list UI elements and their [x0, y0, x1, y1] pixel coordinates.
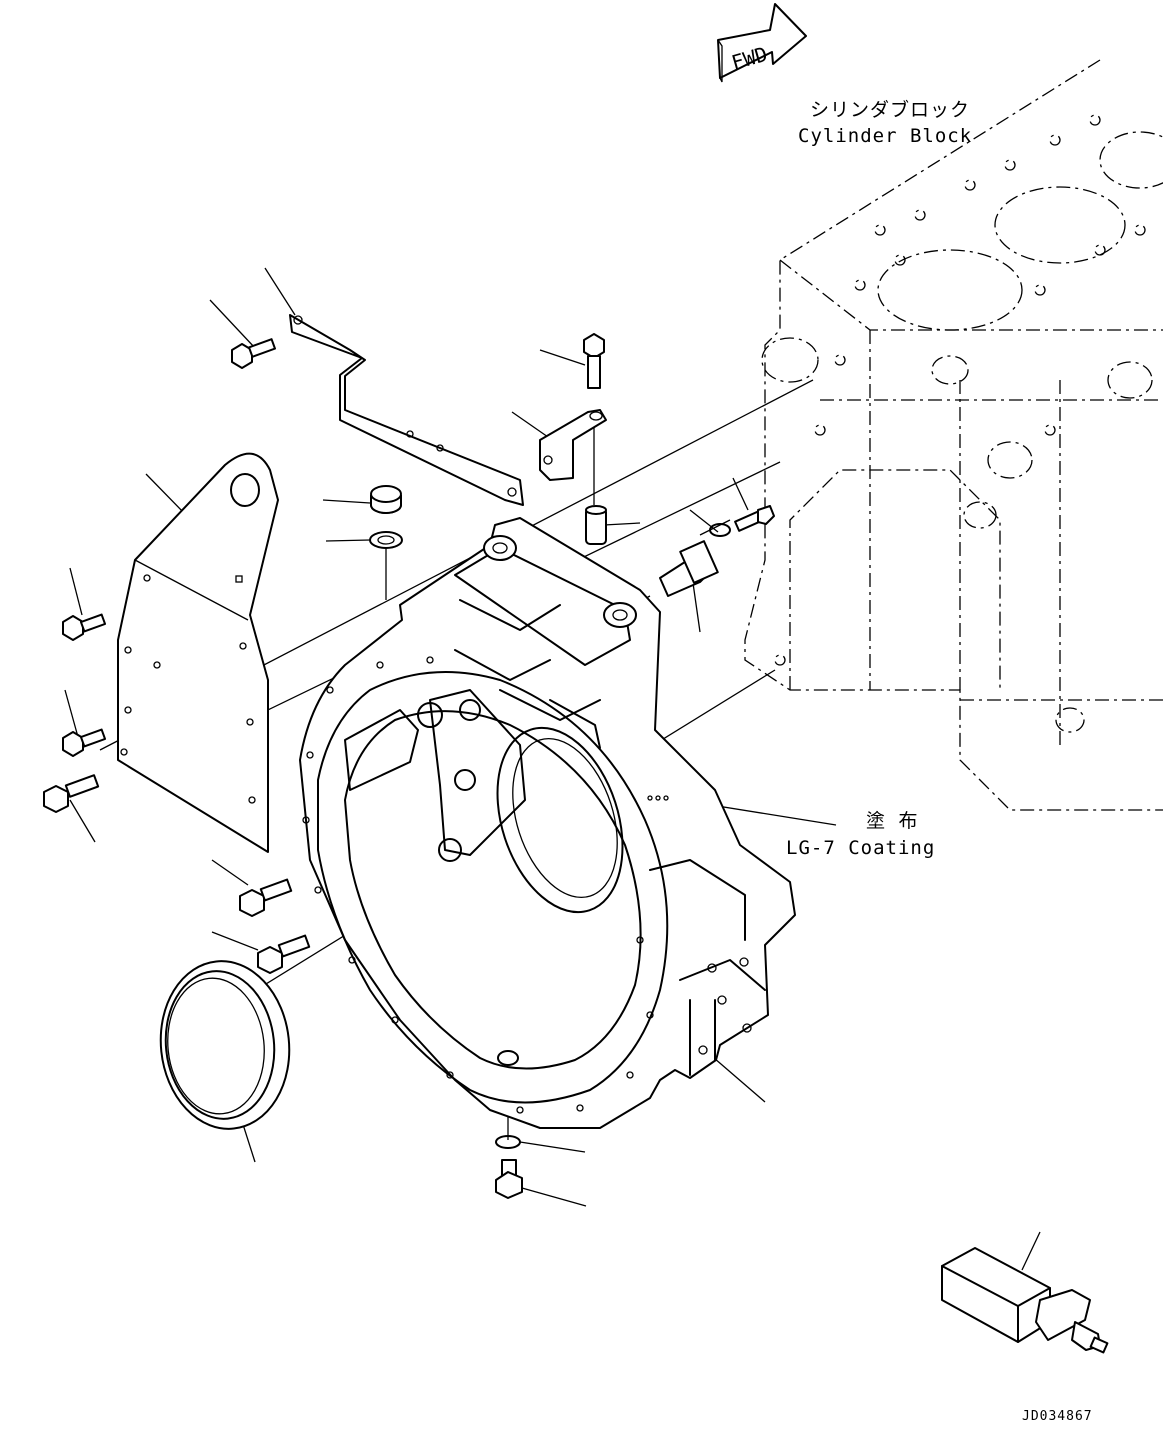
- bolt-top-center: [583, 333, 605, 389]
- bolt-housing-2: [257, 934, 311, 974]
- sensor-bracket: [539, 409, 607, 481]
- bolt-plate-1: [62, 613, 107, 641]
- spacer-collar: [585, 505, 607, 545]
- bolt-plate-2: [62, 728, 107, 757]
- harness-bracket: [289, 314, 524, 506]
- lifting-bracket-plate: [117, 452, 279, 853]
- bolt-housing-1: [239, 878, 293, 917]
- cylinder-block-label-en: Cylinder Block: [798, 125, 972, 147]
- bolt-top-left: [231, 338, 276, 369]
- speed-sensor: [659, 540, 719, 597]
- oil-seal: [159, 960, 291, 1130]
- coating-label-jp: 塗 布: [866, 809, 918, 832]
- plug: [370, 485, 402, 514]
- cylinder-block-label-jp: シリンダブロック: [810, 98, 970, 121]
- sensor-washer: [709, 523, 731, 537]
- drain-o-ring: [495, 1135, 521, 1149]
- sealant-tube: [941, 1247, 1109, 1354]
- coating-label-en: LG-7 Coating: [786, 837, 935, 859]
- flywheel-housing: [299, 517, 796, 1129]
- bolt-right: [734, 505, 775, 532]
- cylinder-block: [744, 59, 1163, 811]
- fwd-arrow-icon: FWD: [717, 3, 807, 83]
- washer: [369, 531, 403, 549]
- drain-plug: [495, 1159, 523, 1199]
- drawing-code: JD034867: [1022, 1409, 1093, 1424]
- bolt-plate-3: [43, 774, 100, 813]
